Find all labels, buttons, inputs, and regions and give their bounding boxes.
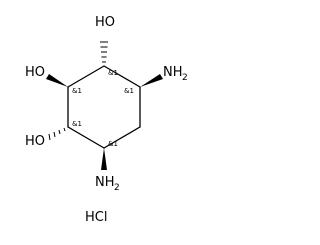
stereo-label-c5: &1 xyxy=(124,87,134,95)
wedge-bond-c6-nh2 xyxy=(140,74,163,87)
nh2-bottom-label: NH xyxy=(95,175,115,190)
nh2-bottom-subscript: 2 xyxy=(114,183,120,193)
wedge-bond-c4-nh2 xyxy=(101,148,107,170)
bond-c1-c6 xyxy=(103,65,141,88)
stereo-label-c4: &1 xyxy=(108,140,118,148)
bond-c3-c4 xyxy=(67,126,105,149)
hash-bond-c1-oh xyxy=(100,41,108,63)
oh-left-label: HO xyxy=(25,65,45,80)
wedge-bond-c2-oh xyxy=(46,74,68,87)
hash-bond-c3-oh xyxy=(48,127,66,141)
oh-bottom-left-label: HO xyxy=(25,134,45,149)
structure-canvas: HO HO HO NH 2 NH 2 &1 &1 &1 &1 &1 HCl xyxy=(25,15,188,225)
stereo-label-c1: &1 xyxy=(108,69,118,77)
nh2-right-subscript: 2 xyxy=(182,73,188,83)
bond-c4-c5 xyxy=(103,126,141,149)
molecule-drawing: HO HO HO NH 2 NH 2 &1 &1 &1 &1 &1 HCl xyxy=(25,15,188,225)
oh-top-label: HO xyxy=(95,15,115,30)
stereo-label-c2: &1 xyxy=(72,87,82,95)
nh2-right-label: NH xyxy=(163,65,183,80)
stereo-label-c3: &1 xyxy=(72,120,82,128)
hcl-label: HCl xyxy=(85,210,107,225)
bond-c1-c2 xyxy=(67,65,105,88)
